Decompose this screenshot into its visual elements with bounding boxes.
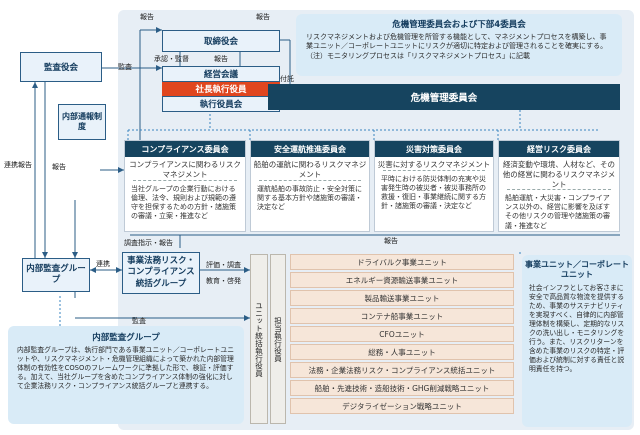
report-label-side: 報告 <box>52 163 66 171</box>
unit-item: 総務・人事ユニット <box>290 344 514 360</box>
committee-disaster-title: 災害対策委員会 <box>375 141 493 157</box>
committee-safety-sub: 船舶の運航に関わるリスクマネジメント <box>253 160 367 179</box>
risk-note-footnote: （注）モニタリングプロセスは「リスクマネジメントプロセス」に記載 <box>306 52 530 61</box>
committee-safety: 安全運航推進委員会 船舶の運航に関わるリスクマネジメント 運航船舶の事故防止・安… <box>250 140 370 232</box>
audit-report-label: 連携報告 <box>4 161 32 169</box>
coop-label: 連携 <box>96 260 110 268</box>
internal-audit-box: 内部監査グループ <box>22 258 90 292</box>
eval-label: 評価・調査 <box>206 261 241 269</box>
audit-note-panel: 内部監査グループ 内部監査グループは、執行部門である事業ユニット／コーポレートユ… <box>8 326 244 424</box>
whistle-box: 内部通報制度 <box>58 104 106 140</box>
business-officer-column: 担当執行役員 <box>270 254 286 424</box>
committee-safety-title: 安全運航推進委員会 <box>251 141 369 157</box>
committee-compliance: コンプライアンス委員会 コンプライアンスに関わるリスクマネジメント 当社グループ… <box>124 140 246 232</box>
report-label-lower: 報告 <box>384 237 398 245</box>
unit-note-title: 事業ユニット／コーポレートユニット <box>525 260 629 280</box>
unit-note-panel: 事業ユニット／コーポレートユニット 社会インフラとしてお客さまに安全で高品質な物… <box>522 255 632 427</box>
approve-label: 承認・監督 <box>154 55 189 63</box>
report-label-top-right: 報告 <box>256 13 270 21</box>
unit-note-body: 社会インフラとしてお客さまに安全で高品質な物流を提供するため、事業のサステナビリ… <box>529 283 625 373</box>
committee-mgmt-risk-title: 経営リスク委員会 <box>499 141 619 157</box>
unit-officer-column: ユニット統括執行役員 <box>250 254 268 424</box>
unit-item: 船舶・先進技術・造船技術・GHG削減戦略ユニット <box>290 380 514 396</box>
instruct-label: 調査指示・報告 <box>124 239 173 247</box>
attach-label: 付託 <box>280 75 294 83</box>
audit-label-lower: 監査 <box>132 317 146 325</box>
unit-item: エネルギー資源輸送事業ユニット <box>290 272 514 288</box>
risk-committee-bar: 危機管理委員会 <box>268 84 620 110</box>
committee-safety-desc: 運航船舶の事故防止・安全対策に関する基本方針や諸施策の審議・決定など <box>257 184 362 211</box>
committee-mgmt-risk: 経営リスク委員会 経済変動や環境、人材など、その他の経営に関わるリスクマネジメン… <box>498 140 620 232</box>
officers-box: 執行役員会 <box>162 96 280 112</box>
committee-compliance-title: コンプライアンス委員会 <box>125 141 245 157</box>
report-label-top-left: 報告 <box>140 13 154 21</box>
committee-disaster-desc: 平時における防災体制の充実や災害発生時の被災者・被災事務所の救援・復旧・事業継続… <box>381 174 486 211</box>
committee-mgmt-risk-desc: 船舶運航・大災害・コンプライアンス以外の、経営に影響を及ぼすその他リスクの管理や… <box>505 194 610 230</box>
committee-disaster-sub: 災害に対するリスクマネジメント <box>377 160 491 169</box>
audit-board-box: 監査役会 <box>20 52 102 82</box>
unit-item: ドライバルク事業ユニット <box>290 254 514 270</box>
unit-item: CFOユニット <box>290 326 514 342</box>
edu-label: 教育・啓発 <box>206 277 241 285</box>
committee-compliance-sub: コンプライアンスに関わるリスクマネジメント <box>129 160 241 179</box>
audit-note-body: 内部監査グループは、執行部門である事業ユニット／コーポレートユニットや、リスクマ… <box>17 346 235 390</box>
committee-disaster: 災害対策委員会 災害に対するリスクマネジメント 平時における防災体制の充実や災害… <box>374 140 494 232</box>
report-label-mid: 報告 <box>214 55 228 63</box>
directors-box: 取締役会 <box>162 30 280 52</box>
committee-compliance-desc: 当社グループの企業行動における倫理、法令、規則および規範の遵守を担保するための方… <box>131 184 236 220</box>
risk-note-body: リスクマネジメントおよび危機管理を所管する機能として、マネジメントプロセスを構築… <box>306 33 608 51</box>
audit-label: 監査 <box>118 63 132 71</box>
legal-unit-box: 事業法務リスク・コンプライアンス統括グループ <box>122 252 200 294</box>
committee-mgmt-risk-sub: 経済変動や環境、人材など、その他の経営に関わるリスクマネジメント <box>502 160 616 189</box>
unit-item: 法務・企業法務リスク・コンプライアンス統括ユニット <box>290 362 514 378</box>
risk-note-panel: 危機管理委員会および下部4委員会 リスクマネジメントおよび危機管理を所管する機能… <box>296 14 622 76</box>
unit-item: 製品輸送事業ユニット <box>290 290 514 306</box>
mgmt-meeting-box: 経営会議 <box>162 66 280 82</box>
risk-note-title: 危機管理委員会および下部4委員会 <box>392 20 526 30</box>
unit-item: コンテナ船事業ユニット <box>290 308 514 324</box>
president-box: 社長執行役員 <box>162 82 280 96</box>
unit-item: デジタライゼーション戦略ユニット <box>290 398 514 414</box>
audit-note-title: 内部監査グループ <box>92 333 160 343</box>
